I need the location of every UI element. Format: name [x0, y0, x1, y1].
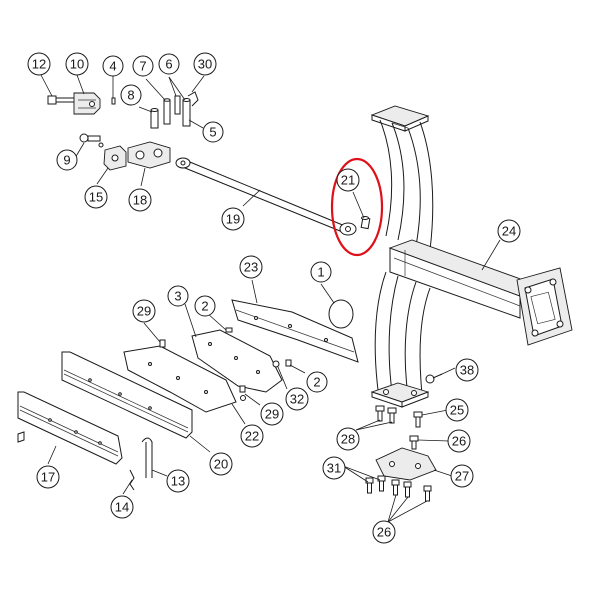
plate-part-17 [17, 391, 123, 465]
callout-31: 31 [322, 456, 346, 480]
callout-18-label: 18 [133, 193, 147, 208]
callout-28-label: 28 [341, 432, 355, 447]
callout-13: 13 [166, 469, 190, 493]
callout-17-label: 17 [41, 470, 55, 485]
connector-part-38 [425, 373, 443, 384]
rod-part-19 [175, 157, 357, 236]
callout-13-label: 13 [171, 474, 185, 489]
small-fasteners [159, 327, 292, 401]
callout-2b: 2 [306, 371, 328, 393]
callout-26b: 26 [372, 520, 396, 544]
callout-10: 10 [65, 52, 89, 76]
callout-8: 8 [120, 84, 142, 106]
callout-24: 24 [497, 219, 521, 243]
callout-22: 22 [240, 424, 264, 448]
clip-part-14 [129, 469, 135, 491]
highlight-ring [330, 157, 384, 257]
callout-20-label: 20 [214, 457, 228, 472]
callout-21-label: 21 [341, 173, 355, 188]
callout-25: 25 [445, 398, 469, 422]
callout-5: 5 [202, 121, 224, 143]
callout-38: 38 [455, 358, 479, 382]
bracket-part-27 [375, 447, 437, 481]
callout-18: 18 [128, 188, 152, 212]
callout-29a: 29 [132, 299, 156, 323]
callout-3: 3 [167, 285, 189, 307]
disc-part-1 [328, 299, 354, 329]
callout-14-label: 14 [115, 500, 129, 515]
callout-2a-label: 2 [201, 299, 208, 314]
callout-23: 23 [239, 255, 263, 279]
callout-4: 4 [102, 55, 124, 77]
plate-part-3 [123, 345, 237, 413]
callout-27: 27 [450, 464, 474, 488]
callout-1-label: 1 [317, 265, 324, 280]
callout-7-label: 7 [139, 59, 146, 74]
callout-38-label: 38 [460, 363, 474, 378]
callout-23-label: 23 [244, 260, 258, 275]
callout-10-label: 10 [70, 57, 84, 72]
pin-part-13 [141, 437, 153, 478]
callout-29b: 29 [260, 402, 284, 426]
callout-5-label: 5 [209, 125, 216, 140]
leader-lines [40, 74, 501, 523]
callout-12-label: 12 [32, 57, 46, 72]
callout-12: 12 [27, 52, 51, 76]
callout-30: 30 [193, 52, 217, 76]
callout-9-label: 9 [63, 153, 70, 168]
frame-part-24 [370, 105, 573, 408]
callout-15: 15 [84, 185, 108, 209]
callout-2a: 2 [194, 295, 216, 317]
top-left-parts [47, 91, 199, 171]
callout-27-label: 27 [455, 469, 469, 484]
callout-2b-label: 2 [313, 375, 320, 390]
callout-30-label: 30 [198, 57, 212, 72]
callout-19: 19 [221, 207, 245, 231]
plate-part-22 [191, 329, 283, 393]
callout-6-label: 6 [165, 57, 172, 72]
callout-28: 28 [336, 427, 360, 451]
callout-21: 21 [336, 168, 360, 192]
plate-part-20 [61, 351, 193, 439]
callout-6: 6 [158, 53, 180, 75]
callout-31-label: 31 [327, 461, 341, 476]
pin-part-21 [360, 216, 371, 230]
callout-7: 7 [132, 55, 154, 77]
bolts-group [365, 405, 432, 502]
callout-29b-label: 29 [265, 407, 279, 422]
callout-17: 17 [36, 465, 60, 489]
callout-29a-label: 29 [137, 304, 151, 319]
callout-14: 14 [110, 495, 134, 519]
callout-24-label: 24 [502, 224, 516, 239]
callout-1: 1 [310, 261, 332, 283]
plate-part-23 [231, 299, 359, 363]
callout-26b-label: 26 [377, 525, 391, 540]
callout-22-label: 22 [245, 429, 259, 444]
callout-20: 20 [209, 452, 233, 476]
callout-4-label: 4 [109, 59, 116, 74]
callout-26a: 26 [447, 429, 471, 453]
callout-32: 32 [285, 387, 309, 411]
callout-3-label: 3 [174, 289, 181, 304]
callout-9: 9 [56, 149, 78, 171]
callout-26a-label: 26 [452, 434, 466, 449]
callout-15-label: 15 [89, 190, 103, 205]
callout-32-label: 32 [290, 392, 304, 407]
callout-25-label: 25 [450, 403, 464, 418]
callout-8-label: 8 [127, 88, 134, 103]
callout-19-label: 19 [226, 212, 240, 227]
